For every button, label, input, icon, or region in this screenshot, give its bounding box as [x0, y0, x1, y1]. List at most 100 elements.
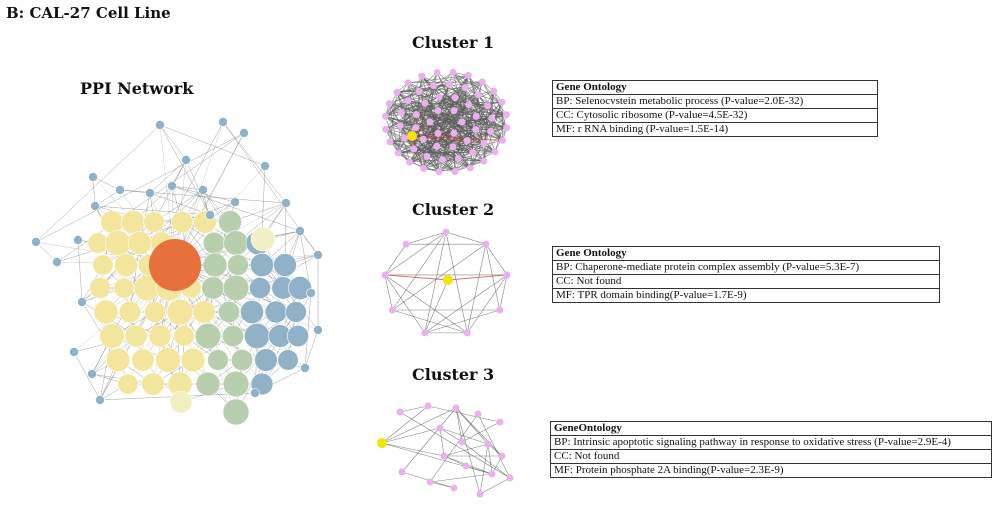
cluster-node: [484, 440, 492, 448]
ppi-node: [124, 324, 148, 348]
cluster-edge: [392, 243, 487, 311]
cluster-edge: [407, 82, 440, 172]
cluster-edge: [439, 427, 489, 445]
ppi-node: [194, 322, 222, 350]
cluster-edge: [411, 135, 425, 169]
cluster-node: [496, 418, 504, 426]
cluster-node: [396, 408, 404, 416]
cluster-node: [451, 94, 459, 102]
ppi-node: [95, 395, 105, 405]
cluster-node: [426, 118, 434, 126]
cluster-edge: [381, 405, 429, 444]
cluster-edge: [461, 441, 511, 479]
ppi-node: [249, 277, 271, 299]
cluster-edge: [477, 413, 511, 479]
ppi-node: [306, 288, 316, 298]
cluster-edge: [381, 427, 441, 444]
cluster-edge: [396, 87, 466, 93]
cluster-node: [436, 424, 444, 432]
cluster-edge: [466, 244, 487, 333]
ppi-edge: [159, 124, 266, 167]
cluster-edge: [381, 407, 457, 444]
cluster-node: [388, 306, 396, 314]
ppi-edge: [171, 185, 301, 232]
ppi-node: [145, 188, 155, 198]
cluster-edge: [398, 152, 456, 172]
cluster-node: [451, 167, 459, 175]
cluster-edge: [487, 443, 493, 475]
cluster-edge: [424, 231, 447, 333]
ppi-edge: [35, 132, 245, 243]
cluster-edge: [427, 405, 501, 423]
cluster-node: [502, 111, 510, 119]
ppi-edge: [185, 159, 211, 216]
ppi-node: [167, 181, 177, 191]
ppi-node: [180, 347, 206, 373]
ppi-node: [100, 210, 124, 234]
cluster-edge: [499, 274, 508, 311]
cluster-edge: [479, 443, 489, 495]
cluster-node: [476, 490, 484, 498]
cluster-node: [419, 135, 427, 143]
ppi-node: [192, 300, 216, 324]
ppi-node: [166, 298, 194, 326]
ppi-node: [239, 128, 249, 138]
cluster-node: [393, 88, 401, 96]
ppi-node: [87, 369, 97, 379]
ppi-node: [227, 254, 249, 276]
cluster-node: [499, 136, 507, 144]
ppi-node: [202, 252, 228, 278]
ppi-node: [218, 301, 240, 323]
cluster-1-graph: [381, 68, 511, 176]
cluster-node: [506, 474, 514, 482]
ontology-bp: BP: Chaperone-mediate protein complex as…: [552, 260, 940, 275]
ppi-node: [88, 172, 98, 182]
cluster-edge: [385, 129, 410, 163]
cluster-edge: [385, 129, 456, 172]
cluster-edges: [384, 231, 508, 334]
cluster-node: [480, 157, 488, 165]
ppi-node: [218, 117, 228, 127]
ppi-node: [31, 237, 41, 247]
cluster-node: [423, 152, 431, 160]
ppi-edge: [94, 205, 211, 216]
cluster-edge: [465, 465, 493, 475]
cluster-edge: [385, 82, 409, 117]
ppi-node: [260, 161, 270, 171]
ppi-edge: [299, 230, 319, 256]
ppi-node: [300, 363, 310, 373]
ontology-bp: BP: Selenocvstein metabolic process (P-v…: [552, 94, 878, 109]
cluster-node: [454, 154, 462, 162]
cluster-edge: [452, 146, 456, 172]
cluster-seed-node: [443, 275, 453, 285]
cluster-node: [402, 240, 410, 248]
cluster-edge: [485, 243, 508, 276]
cluster-node: [434, 129, 442, 137]
ppi-node: [195, 371, 221, 397]
ppi-node: [121, 210, 145, 234]
cluster-node: [435, 168, 443, 176]
cluster-node: [406, 158, 414, 166]
cluster-edge: [433, 72, 454, 86]
cluster-edge: [407, 81, 483, 101]
ppi-edge: [35, 241, 58, 263]
cluster-edge: [468, 75, 491, 132]
ppi-node: [92, 254, 114, 276]
ontology-mf: MF: TPR domain binding(P-value=1.7E-9): [552, 288, 940, 303]
cluster-node: [381, 271, 389, 279]
ppi-node: [277, 349, 299, 371]
cluster-edge: [439, 427, 445, 457]
cluster-node: [463, 137, 471, 145]
ppi-hub-node: [149, 239, 201, 291]
cluster-node: [394, 149, 402, 157]
ppi-edge: [149, 159, 187, 194]
ppi-node: [155, 347, 181, 373]
ppi-node: [313, 250, 323, 260]
cluster-node: [385, 100, 393, 108]
ppi-edge: [92, 176, 96, 207]
ppi-node: [198, 185, 208, 195]
cluster-node: [461, 84, 469, 92]
ppi-node: [250, 226, 276, 252]
cluster-nodes: [377, 402, 514, 498]
cluster-edge: [407, 100, 413, 137]
